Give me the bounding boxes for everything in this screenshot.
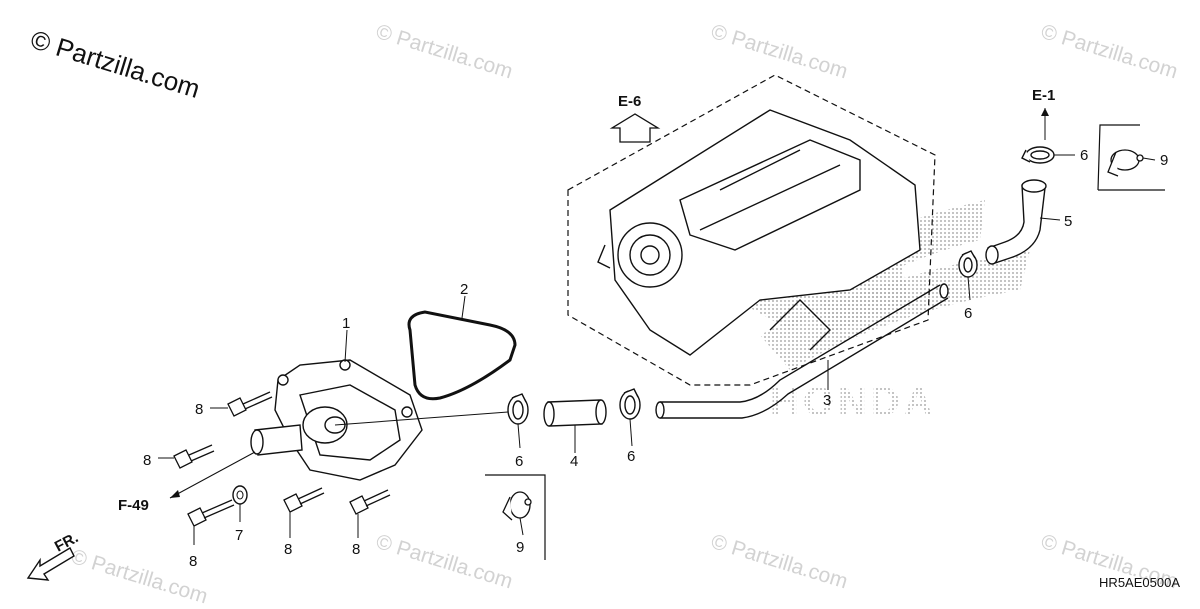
hose-clamp [619,388,641,420]
gasket-o-ring [407,310,517,401]
callout-part-5[interactable]: 5 [1064,213,1072,230]
hose-clamp [958,250,978,278]
callout-part-8[interactable]: 8 [352,541,360,558]
callout-part-6[interactable]: 6 [627,448,635,465]
ref-f49: F-49 [118,497,149,514]
engine-crankcase [597,109,921,356]
front-direction-arrow: FR. [26,529,81,581]
bolts [173,391,391,527]
callout-part-4[interactable]: 4 [570,453,578,470]
callout-part-9[interactable]: 9 [1160,152,1168,169]
water-hose-bent [985,179,1047,265]
ref-f49-line [169,451,256,499]
hose-clamps [507,146,1055,425]
callout-part-3[interactable]: 3 [823,392,831,409]
callout-part-9[interactable]: 9 [516,539,524,556]
hose-clamp [507,393,529,425]
callout-part-8[interactable]: 8 [189,553,197,570]
bolt [187,499,235,527]
leader-lines [158,154,1156,545]
detail-box-clamp-9 [1097,124,1165,191]
callout-part-7[interactable]: 7 [235,527,243,544]
diagram-code: HR5AE0500A [1099,575,1180,590]
honda-brand-text: HONDA [770,380,937,424]
water-pump-cover [250,359,423,481]
water-pipe [655,283,949,419]
callout-part-6[interactable]: 6 [515,453,523,470]
washer-hole [236,490,244,500]
clamp-detail-9 [1107,149,1144,177]
callout-part-8[interactable]: 8 [284,541,292,558]
callout-part-2[interactable]: 2 [460,281,468,298]
detail-box-clamp-9b [485,474,546,560]
engine-outline-dashed [567,74,936,386]
callout-part-8[interactable]: 8 [195,401,203,418]
bolt [227,391,273,417]
bolt [173,444,215,469]
ref-e1: E-1 [1032,87,1055,104]
ref-f49-arrowhead [170,490,180,498]
ref-e6: E-6 [618,93,641,110]
clamp-detail-9b [502,491,532,521]
bolt [283,487,325,513]
ref-e1-arrowhead [1041,108,1049,116]
e6-arrow [609,113,661,143]
hose-clamp [1021,146,1055,164]
water-hose-short [543,399,607,427]
callout-part-8[interactable]: 8 [143,452,151,469]
callout-part-6[interactable]: 6 [964,305,972,322]
callout-part-6[interactable]: 6 [1080,147,1088,164]
callout-numbers: 1 2 3 4 5 6 6 6 6 7 8 8 8 8 8 9 9 [143,147,1168,570]
front-label: FR. [52,529,81,555]
bolt [349,489,391,515]
callout-part-1[interactable]: 1 [342,315,350,332]
gasket-inner [412,315,511,394]
